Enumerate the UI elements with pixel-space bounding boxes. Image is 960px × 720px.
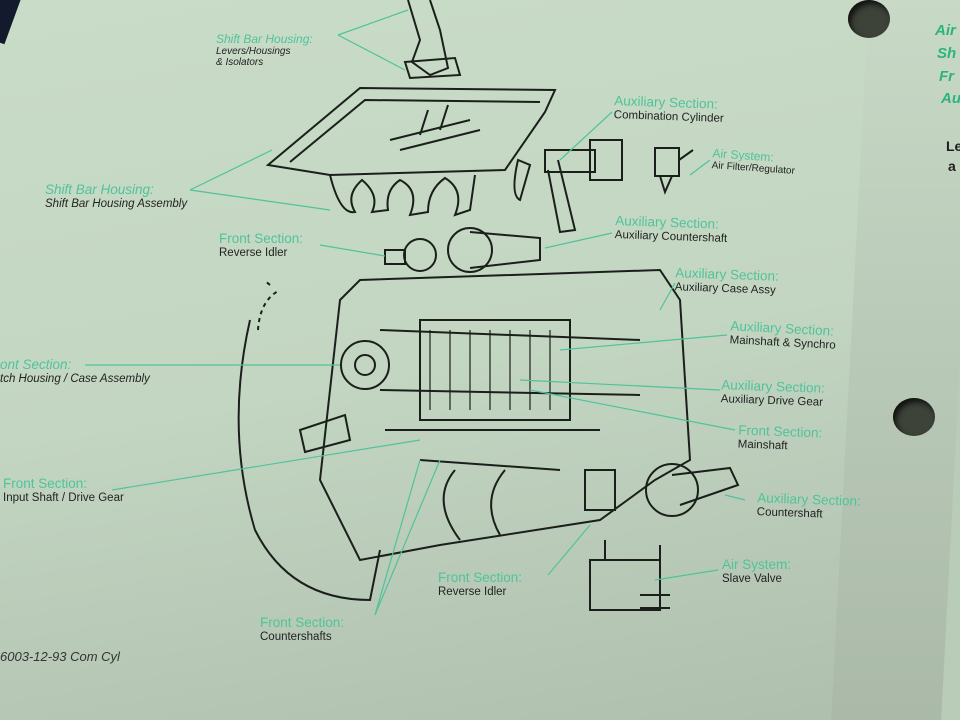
- label-title: Front Section:: [260, 615, 345, 630]
- auxiliary-countershaft-part: [645, 463, 740, 517]
- label-front-mainshaft: Front Section: Mainshaft: [738, 423, 823, 454]
- right-page-heading-3: Fr: [939, 68, 954, 85]
- leader-lines: [85, 9, 746, 616]
- right-page-text-2: a: [948, 158, 956, 174]
- combination-cylinder: [513, 139, 623, 234]
- label-input-shaft: Front Section: Input Shaft / Drive Gear: [3, 476, 124, 504]
- right-page-heading-2: Sh: [937, 45, 957, 62]
- right-page-text-1: Le: [946, 138, 960, 154]
- label-sub: Levers/Housings: [216, 46, 291, 58]
- label-shift-bar-assembly: Shift Bar Housing: Shift Bar Housing Ass…: [45, 182, 188, 210]
- label-sub: Slave Valve: [722, 572, 782, 585]
- label-aux-countershaft-2: Auxiliary Section: Countershaft: [757, 490, 861, 522]
- label-shift-bar-levers: Shift Bar Housing: Levers/Housings & Iso…: [216, 32, 313, 69]
- document-page: [0, 0, 905, 720]
- label-sub: Shift Bar Housing Assembly: [45, 197, 188, 210]
- label-sub: Countershafts: [260, 630, 332, 643]
- auxiliary-countershaft: [447, 227, 541, 273]
- label-aux-case: Auxiliary Section: Auxiliary Case Assy: [675, 265, 779, 297]
- label-clutch-housing: ont Section: tch Housing / Case Assembly: [0, 357, 150, 385]
- shift-bar-housing: [265, 86, 557, 217]
- label-sub: Reverse Idler: [219, 246, 288, 259]
- label-sub: & Isolators: [216, 57, 264, 69]
- label-title: Shift Bar Housing:: [45, 182, 154, 197]
- reverse-idler-gear: [384, 238, 437, 272]
- document-code: 6003-12-93 Com Cyl: [0, 649, 120, 664]
- label-title: ont Section:: [0, 357, 72, 372]
- binder-hole-top: [848, 0, 890, 38]
- label-sub: Input Shaft / Drive Gear: [3, 491, 124, 504]
- label-aux-drive-gear: Auxiliary Section: Auxiliary Drive Gear: [721, 377, 825, 409]
- label-combination-cylinder: Auxiliary Section: Combination Cylinder: [614, 93, 725, 125]
- main-case: [237, 268, 692, 602]
- label-front-reverse-idler-top: Front Section: Reverse Idler: [219, 231, 304, 259]
- label-sub: tch Housing / Case Assembly: [0, 372, 150, 385]
- label-title: Shift Bar Housing:: [216, 32, 313, 46]
- label-title: Front Section:: [3, 476, 88, 491]
- right-page-heading-1: Air: [935, 22, 956, 39]
- label-aux-mainshaft: Auxiliary Section: Mainshaft & Synchro: [729, 318, 836, 352]
- right-page-heading-4: Au: [941, 90, 960, 107]
- binder-hole-middle: [893, 398, 935, 436]
- label-countershafts: Front Section: Countershafts: [260, 615, 345, 643]
- label-title: Air System:: [722, 557, 792, 572]
- label-aux-countershaft: Auxiliary Section: Auxiliary Countershaf…: [615, 213, 728, 245]
- label-slave-valve: Air System: Slave Valve: [722, 557, 792, 585]
- label-sub: Reverse Idler: [438, 585, 507, 598]
- label-title: Front Section:: [438, 570, 523, 585]
- label-front-reverse-idler-bottom: Front Section: Reverse Idler: [438, 570, 523, 598]
- air-filter-regulator: [654, 147, 694, 195]
- shift-lever: [403, 0, 462, 80]
- label-title: Front Section:: [219, 231, 304, 246]
- slave-valve: [584, 469, 670, 611]
